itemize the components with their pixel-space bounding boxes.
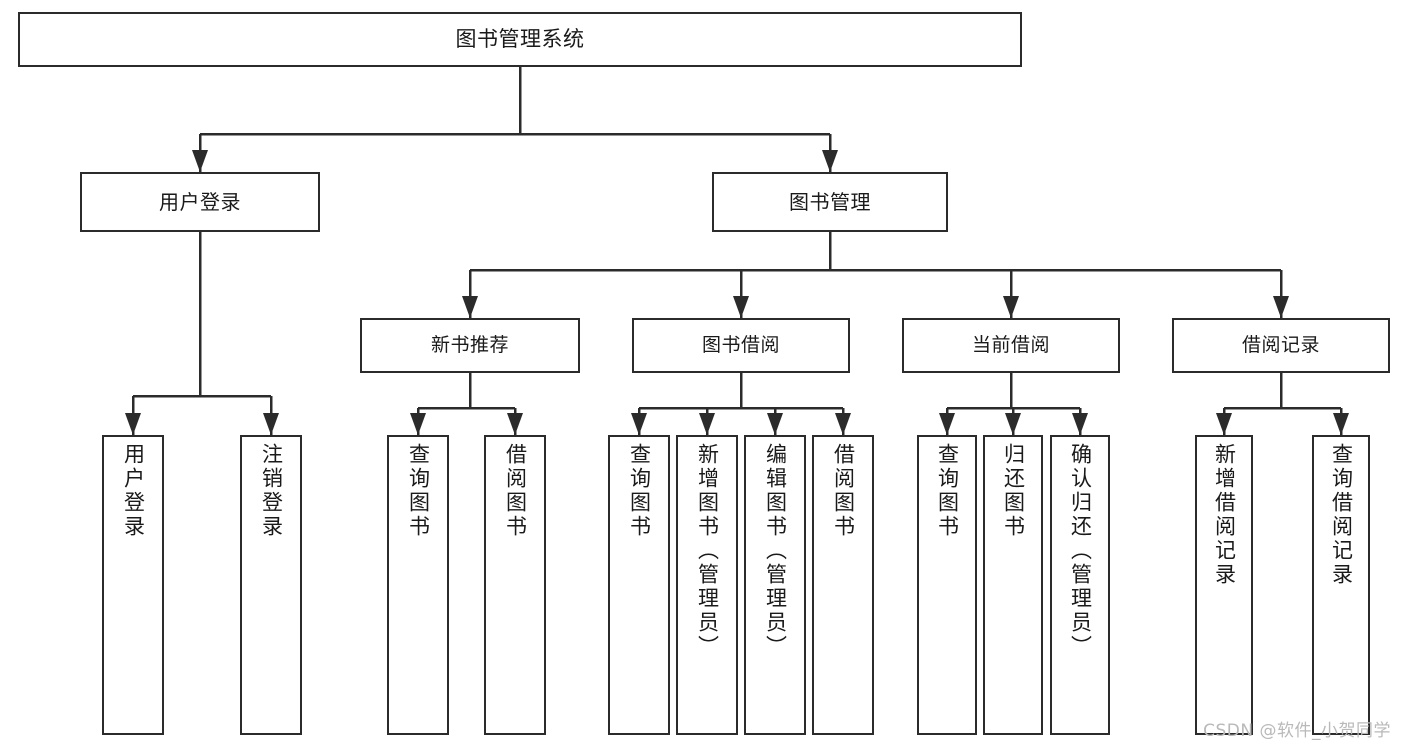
node-label: 借阅图书 bbox=[831, 443, 856, 539]
node-new-book-rec[interactable]: 新书推荐 bbox=[360, 318, 580, 373]
node-user-login[interactable]: 用户登录 bbox=[80, 172, 320, 232]
connector-arrowhead bbox=[1333, 413, 1349, 435]
node-leaf-query-book[interactable]: 查询图书 bbox=[608, 435, 670, 735]
node-label: 当前借阅 bbox=[971, 333, 1050, 356]
connector-arrowhead bbox=[462, 296, 478, 318]
node-book-borrow[interactable]: 图书借阅 bbox=[632, 318, 850, 373]
node-label: 图书借阅 bbox=[701, 333, 780, 356]
connector-arrowhead bbox=[1273, 296, 1289, 318]
connector-arrowhead bbox=[699, 413, 715, 435]
node-leaf-user-logout[interactable]: 注销登录 bbox=[240, 435, 302, 735]
connector-arrowhead bbox=[939, 413, 955, 435]
connector-arrowhead bbox=[1072, 413, 1088, 435]
node-label: 注销登录 bbox=[259, 443, 284, 539]
node-leaf-query-record[interactable]: 查询借阅记录 bbox=[1312, 435, 1370, 735]
connector-arrowhead bbox=[1216, 413, 1232, 435]
node-borrow-record[interactable]: 借阅记录 bbox=[1172, 318, 1390, 373]
node-leaf-query-book-cur[interactable]: 查询图书 bbox=[917, 435, 977, 735]
node-leaf-user-login[interactable]: 用户登录 bbox=[102, 435, 164, 735]
node-label: 图书管理系统 bbox=[455, 26, 585, 51]
node-label: 查询图书 bbox=[406, 443, 431, 539]
node-leaf-query-book-rec[interactable]: 查询图书 bbox=[387, 435, 449, 735]
connector-arrowhead bbox=[263, 413, 279, 435]
node-leaf-confirm-return[interactable]: 确认归还（管理员） bbox=[1050, 435, 1110, 735]
node-label: 用户登录 bbox=[159, 189, 241, 214]
node-label: 新增图书（管理员） bbox=[695, 443, 720, 659]
connector-arrowhead bbox=[507, 413, 523, 435]
node-label: 归还图书 bbox=[1001, 443, 1026, 539]
node-label: 图书管理 bbox=[789, 189, 871, 214]
node-leaf-add-record[interactable]: 新增借阅记录 bbox=[1195, 435, 1253, 735]
connector-arrowhead bbox=[733, 296, 749, 318]
node-leaf-borrow-book-rec[interactable]: 借阅图书 bbox=[484, 435, 546, 735]
node-current-borrow[interactable]: 当前借阅 bbox=[902, 318, 1120, 373]
node-label: 查询图书 bbox=[627, 443, 652, 539]
node-label: 确认归还（管理员） bbox=[1068, 443, 1093, 659]
node-leaf-borrow-book[interactable]: 借阅图书 bbox=[812, 435, 874, 735]
node-label: 借阅记录 bbox=[1241, 333, 1320, 356]
connector-arrowhead bbox=[192, 150, 208, 172]
node-leaf-edit-book[interactable]: 编辑图书（管理员） bbox=[744, 435, 806, 735]
connector-arrowhead bbox=[767, 413, 783, 435]
node-label: 查询图书 bbox=[935, 443, 960, 539]
connector-arrowhead bbox=[822, 150, 838, 172]
connector-arrowhead bbox=[835, 413, 851, 435]
node-leaf-return-book[interactable]: 归还图书 bbox=[983, 435, 1043, 735]
node-label: 借阅图书 bbox=[503, 443, 528, 539]
connector-arrowhead bbox=[125, 413, 141, 435]
connector-arrowhead bbox=[1005, 413, 1021, 435]
connector-arrowhead bbox=[410, 413, 426, 435]
node-label: 新书推荐 bbox=[430, 333, 509, 356]
node-label: 查询借阅记录 bbox=[1329, 443, 1354, 587]
node-root[interactable]: 图书管理系统 bbox=[18, 12, 1022, 67]
node-label: 新增借阅记录 bbox=[1212, 443, 1237, 587]
node-book-manage[interactable]: 图书管理 bbox=[712, 172, 948, 232]
connector-arrowhead bbox=[1003, 296, 1019, 318]
node-label: 编辑图书（管理员） bbox=[763, 443, 788, 659]
connector-arrowhead bbox=[631, 413, 647, 435]
node-label: 用户登录 bbox=[121, 443, 146, 539]
node-leaf-add-book[interactable]: 新增图书（管理员） bbox=[676, 435, 738, 735]
